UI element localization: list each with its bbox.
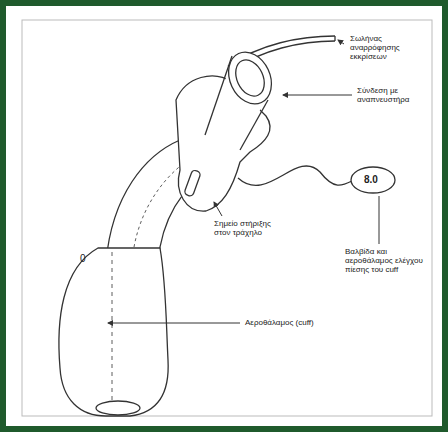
part-label: Σύνδεση με αναπνευστήρα (357, 86, 429, 104)
balloon-size: 8.0 (364, 174, 386, 185)
part-label: Βαλβίδα και αεροθάλαμος ελέγχου πίεσης τ… (345, 247, 433, 274)
part-label: Σωλήνας αναρρόφησης εκκρίσεων (350, 34, 432, 61)
tube-mark: 0 (80, 253, 90, 264)
part-label: Σημείο στήριξης στον τράχηλο (214, 219, 284, 237)
part-label: Αεροθάλαμος (cuff) (245, 318, 335, 327)
